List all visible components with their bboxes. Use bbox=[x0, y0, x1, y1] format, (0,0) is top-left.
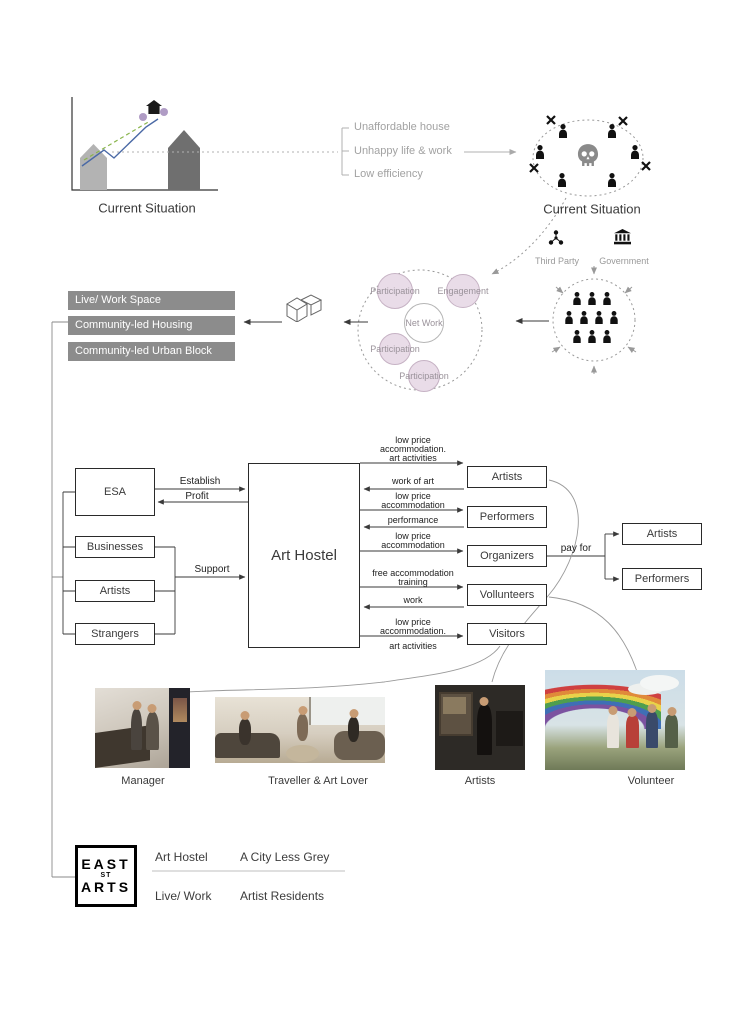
artists-photo-label: Artists bbox=[464, 775, 496, 787]
network-hub-label: Net Work bbox=[405, 318, 443, 328]
x-mark-icon bbox=[618, 116, 628, 126]
person-icon bbox=[602, 292, 612, 305]
exchange-label: training bbox=[398, 577, 428, 587]
footer-item: Artist Residents bbox=[240, 889, 325, 903]
person-icon bbox=[609, 311, 619, 324]
footer-item: Art Hostel bbox=[155, 850, 208, 864]
exchange-label: low price bbox=[395, 531, 431, 541]
outcome-bar: Live/ Work Space bbox=[68, 291, 235, 310]
person-icon bbox=[607, 173, 617, 187]
volunteer-photo-label: Volunteer bbox=[627, 775, 675, 787]
esa-box: ESA bbox=[75, 468, 155, 516]
artists-box: Artists bbox=[75, 580, 155, 602]
issue-item: Unhappy life & work bbox=[354, 145, 452, 157]
manager-photo-label: Manager bbox=[121, 775, 165, 787]
person-icon bbox=[587, 292, 597, 305]
person-icon bbox=[594, 311, 604, 324]
person-icon bbox=[535, 145, 545, 159]
skull-icon bbox=[576, 143, 600, 169]
person-badge-icon bbox=[160, 108, 168, 116]
traveller-photo-label: Traveller & Art Lover bbox=[268, 775, 368, 787]
person-icon bbox=[579, 311, 589, 324]
logo-line: EAST bbox=[81, 855, 131, 872]
artists-guest-box: Artists bbox=[467, 466, 547, 488]
person-icon bbox=[630, 145, 640, 159]
network-node-label: Participation bbox=[399, 371, 449, 381]
person-icon bbox=[558, 124, 568, 138]
outcome-bar: Community-led Urban Block bbox=[68, 342, 235, 361]
exchange-label: free accommodation bbox=[372, 568, 454, 578]
government-label: Government bbox=[599, 256, 649, 266]
exchange-label: low price bbox=[395, 435, 431, 445]
person-icon bbox=[557, 173, 567, 187]
network-node-circle bbox=[377, 273, 413, 309]
network-node-circle bbox=[408, 360, 440, 392]
exchange-label: accommodation. bbox=[379, 626, 447, 636]
network-node-label: Engagement bbox=[437, 286, 489, 296]
profit-label: Profit bbox=[185, 491, 209, 502]
third-party-label: Third Party bbox=[534, 256, 580, 266]
manager-photo bbox=[95, 688, 190, 768]
establish-label: Establish bbox=[179, 476, 221, 487]
exchange-label: work bbox=[403, 595, 423, 605]
pay-for-label: pay for bbox=[560, 543, 592, 554]
network-node-circle bbox=[446, 274, 480, 308]
exchange-label: accommodation. bbox=[379, 444, 447, 454]
volunteers-box: Vollunteers bbox=[467, 584, 547, 606]
support-label: Support bbox=[194, 564, 230, 575]
exchange-label: work of art bbox=[391, 476, 435, 486]
businesses-box: Businesses bbox=[75, 536, 155, 558]
performers-box: Performers bbox=[467, 506, 547, 528]
network-node-label: Participation bbox=[370, 344, 420, 354]
organizers-box: Organizers bbox=[467, 545, 547, 567]
person-icon bbox=[587, 330, 597, 343]
logo-line: ARTS bbox=[80, 878, 132, 895]
traveller-photo bbox=[215, 697, 385, 763]
person-icon bbox=[564, 311, 574, 324]
exchange-label: performance bbox=[387, 515, 439, 525]
person-badge-icon bbox=[139, 113, 147, 121]
exchange-label: low price bbox=[395, 617, 431, 627]
person-icon bbox=[572, 292, 582, 305]
exchange-label: art activities bbox=[389, 641, 437, 651]
visitors-box: Visitors bbox=[467, 623, 547, 645]
group-caption: Current Situation bbox=[543, 201, 641, 217]
network-hub-circle bbox=[404, 303, 444, 343]
network-node-circle bbox=[379, 333, 411, 365]
paid-performers-box: Performers bbox=[622, 568, 702, 590]
person-icon bbox=[602, 330, 612, 343]
x-mark-icon bbox=[546, 115, 556, 125]
paid-artists-box: Artists bbox=[622, 523, 702, 545]
x-mark-icon bbox=[641, 161, 651, 171]
east-street-arts-logo: EAST ST ARTS bbox=[75, 845, 137, 907]
graph-caption: Current Situation bbox=[98, 200, 196, 216]
strangers-box: Strangers bbox=[75, 623, 155, 645]
exchange-label: low price bbox=[395, 491, 431, 501]
x-mark-icon bbox=[529, 163, 539, 173]
exchange-label: art activities bbox=[389, 453, 437, 463]
footer-item: A City Less Grey bbox=[240, 850, 330, 864]
outcome-bar: Community-led Housing bbox=[68, 316, 235, 335]
logo-line: ST bbox=[100, 872, 112, 880]
network-node-label: Participation bbox=[370, 286, 420, 296]
government-bank-icon bbox=[614, 229, 631, 245]
person-icon bbox=[607, 124, 617, 138]
volunteer-photo bbox=[545, 670, 685, 770]
issue-item: Unaffordable house bbox=[354, 121, 450, 133]
exchange-label: accommodation bbox=[381, 500, 445, 510]
third-party-network-icon bbox=[548, 230, 564, 246]
footer-item: Live/ Work bbox=[155, 889, 212, 903]
house-sketch-icon bbox=[281, 292, 325, 322]
issue-item: Low efficiency bbox=[354, 168, 423, 180]
art-hostel-box: Art Hostel bbox=[248, 463, 360, 648]
person-icon bbox=[572, 330, 582, 343]
exchange-label: accommodation bbox=[381, 540, 445, 550]
artists-photo bbox=[435, 685, 525, 770]
